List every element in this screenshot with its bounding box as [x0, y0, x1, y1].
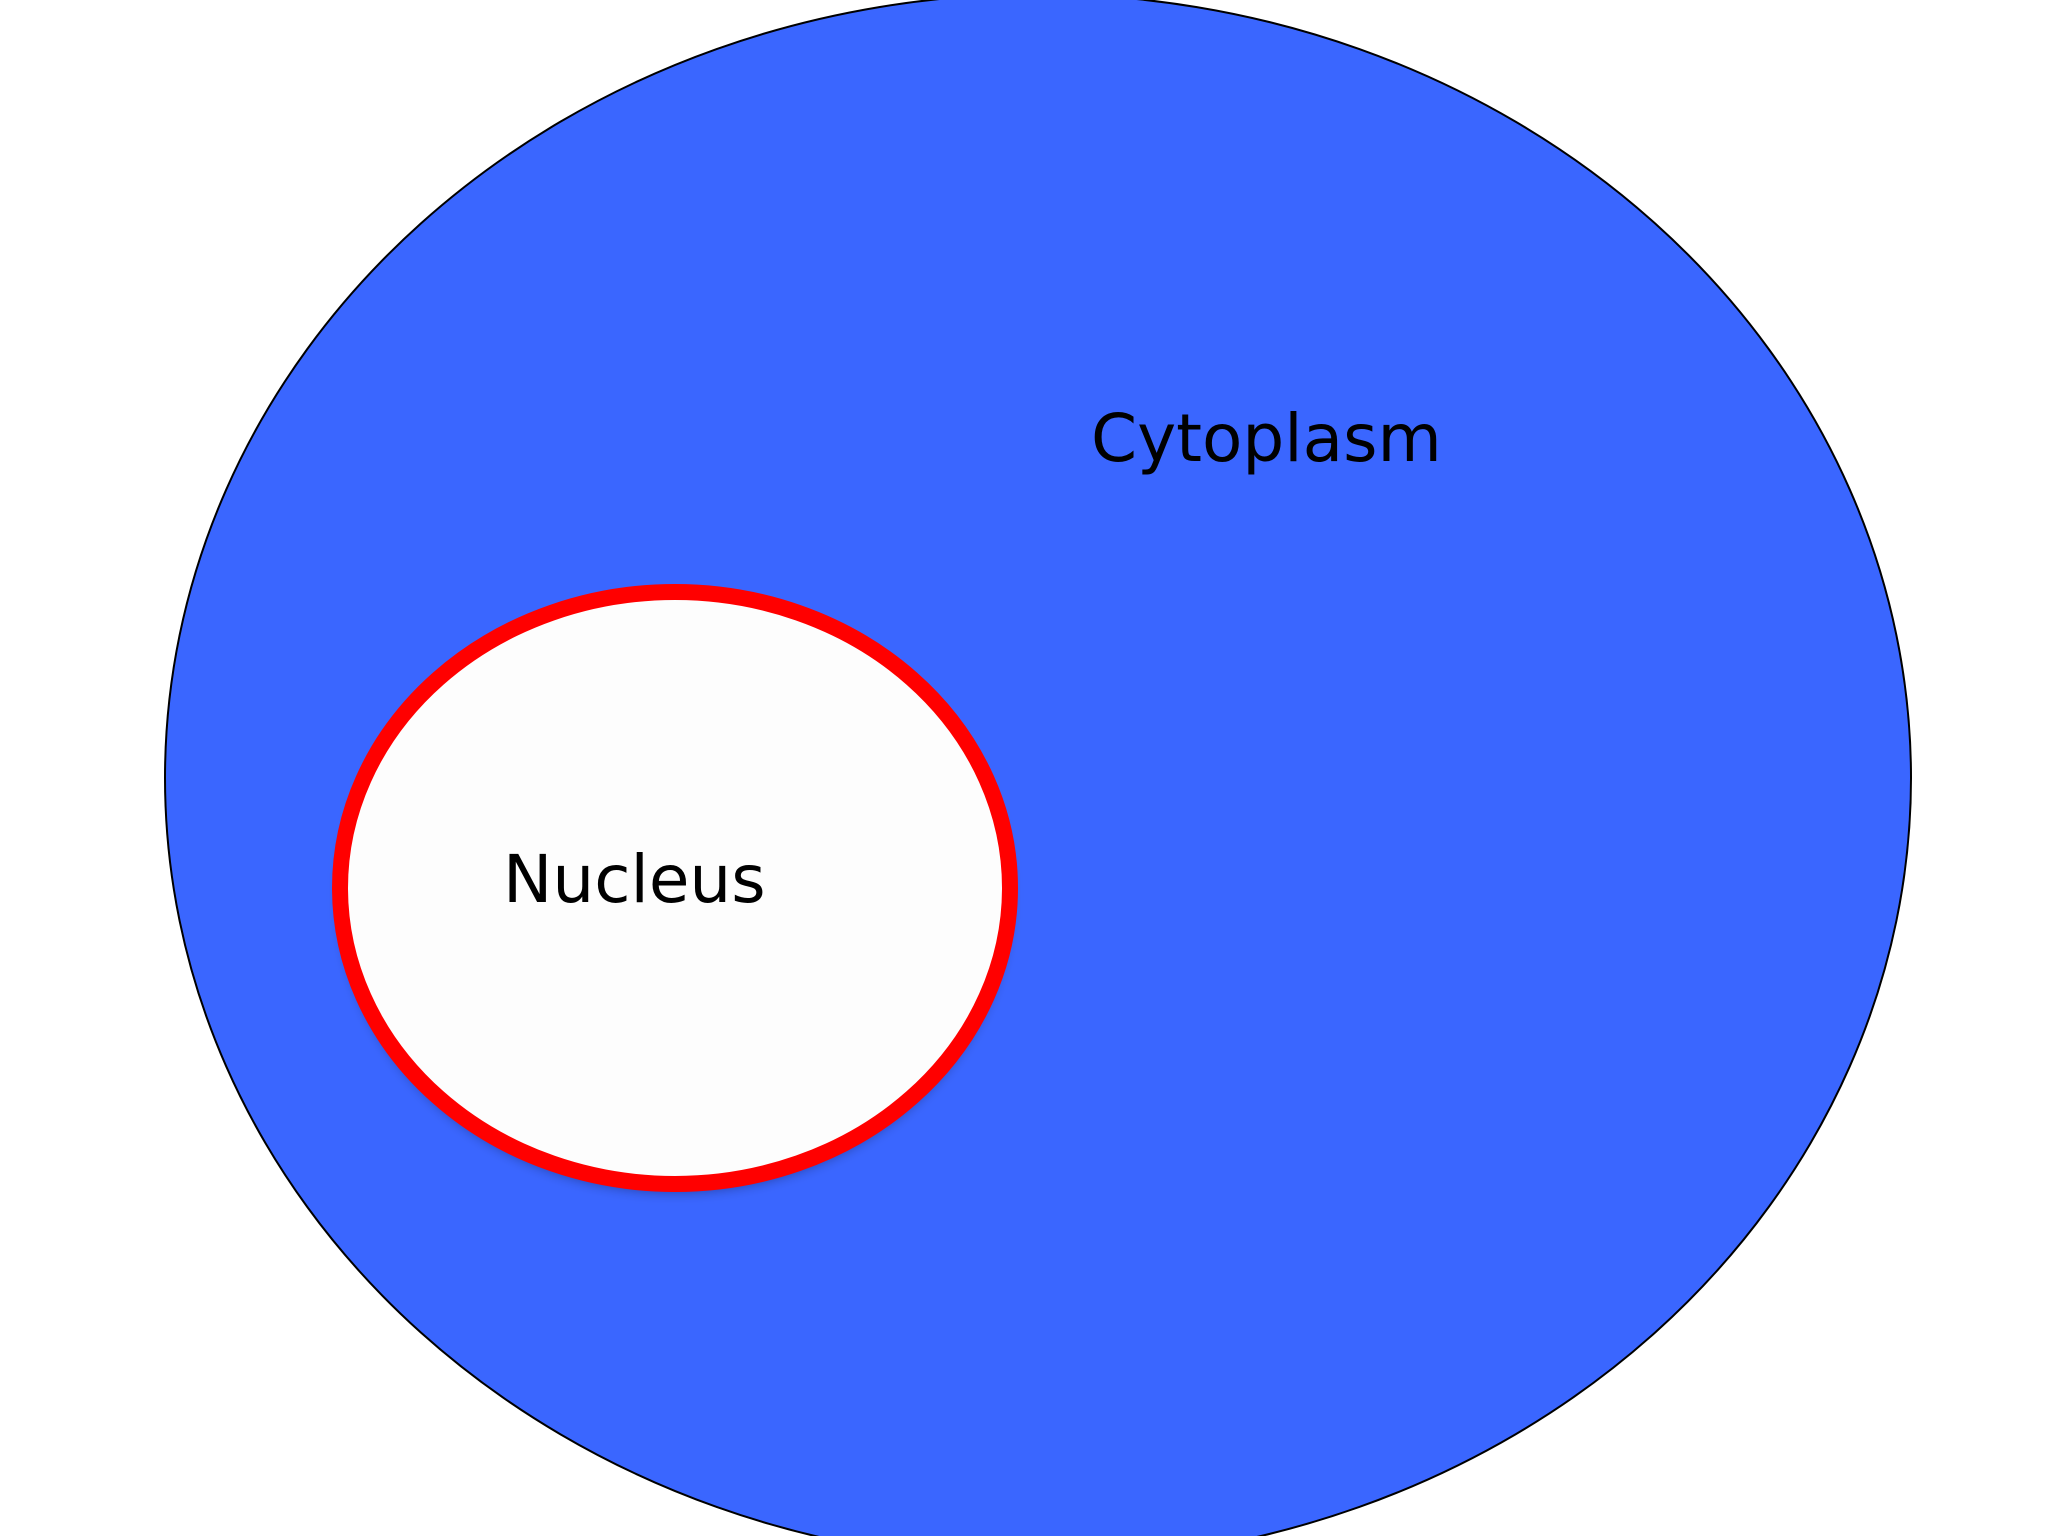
nucleus-region [340, 592, 1010, 1184]
cell-membrane-outline [164, 0, 1912, 1536]
nuclear-membrane [332, 584, 1018, 1192]
nucleus-label: Nucleus [503, 841, 766, 918]
cytoplasm-label: Cytoplasm [1091, 400, 1442, 477]
